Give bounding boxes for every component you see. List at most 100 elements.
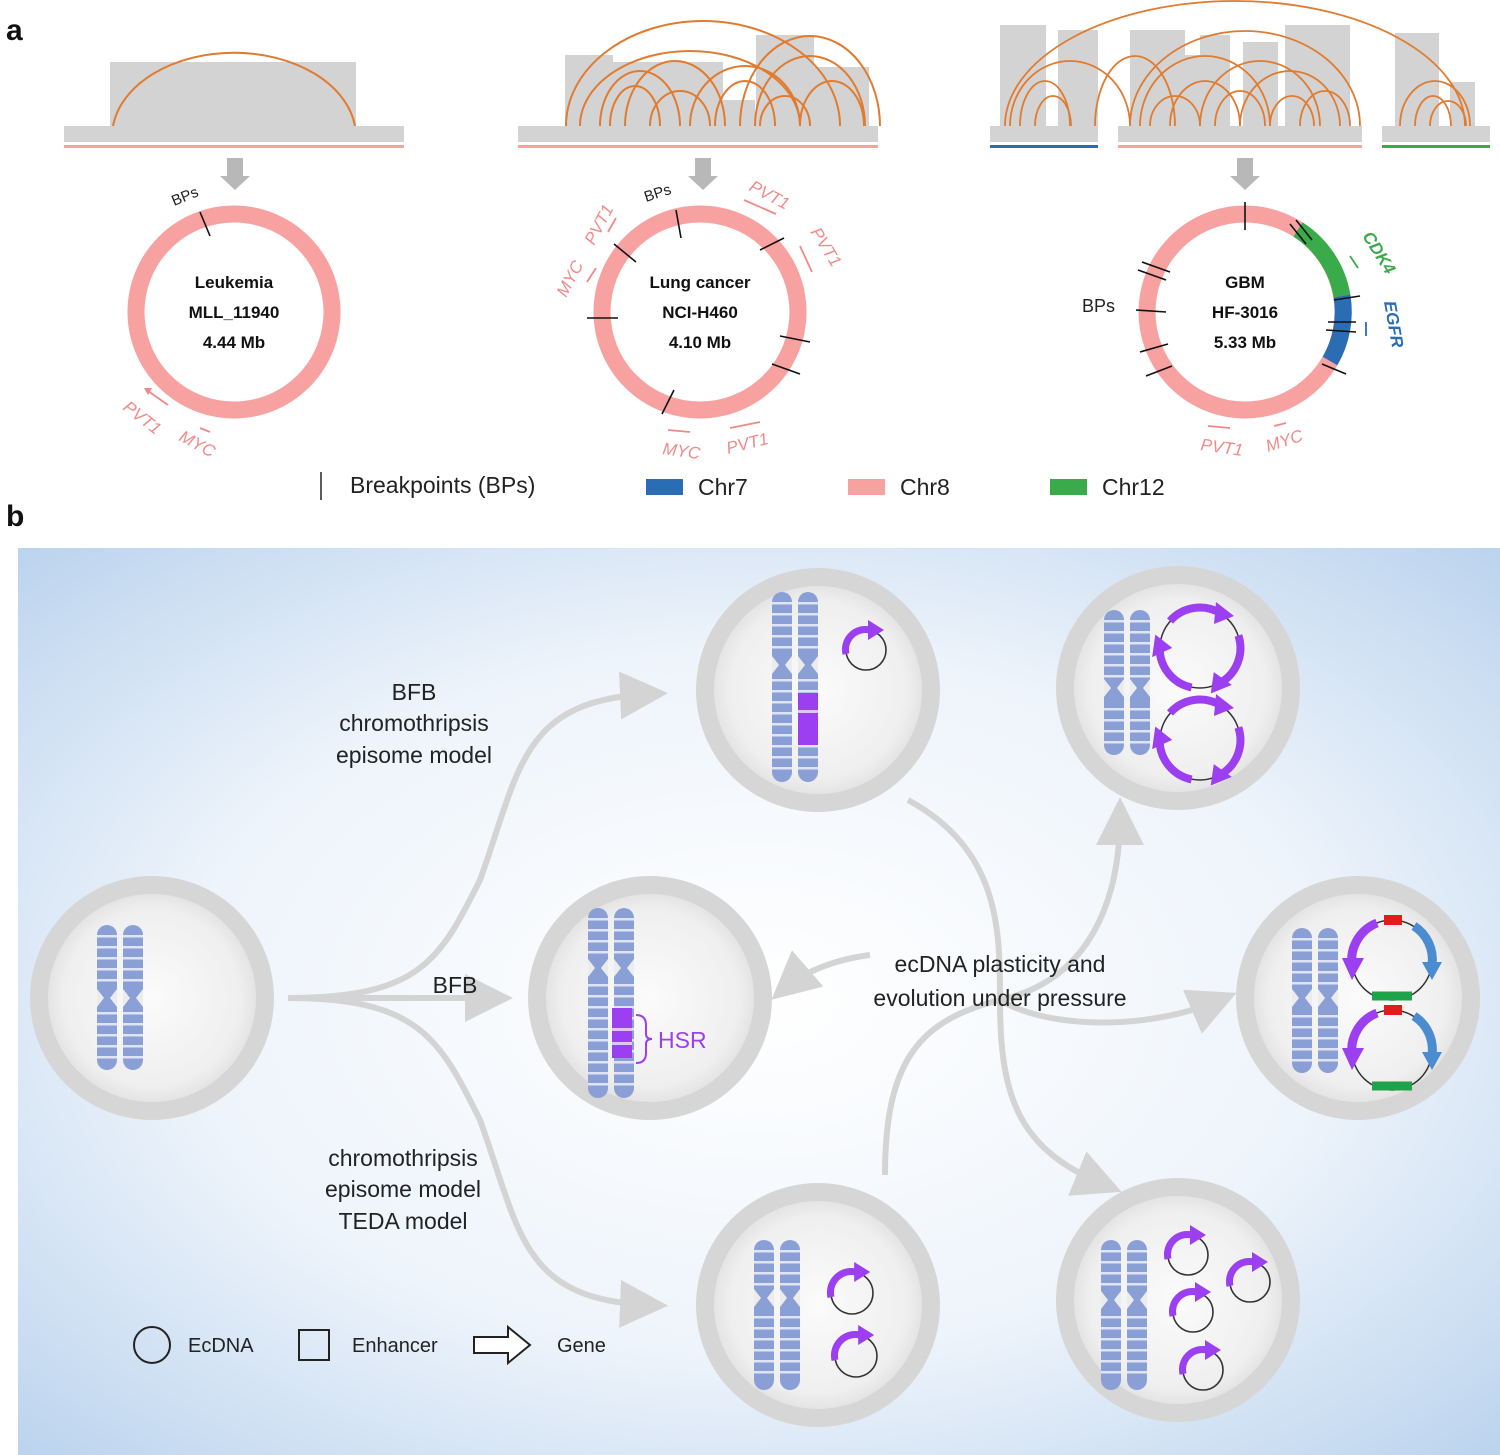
chromosome-band (798, 745, 818, 748)
legend-ecdna: EcDNA (188, 1335, 254, 1357)
chromosome-band (798, 602, 818, 605)
gene-arc (1226, 1258, 1255, 1287)
track-leukemia (64, 51, 404, 190)
centromere (785, 656, 792, 674)
down-arrow (688, 158, 718, 190)
gene-arc (1179, 1346, 1208, 1375)
chromosome-band (1318, 1015, 1338, 1018)
chromatid (1292, 928, 1312, 1073)
hsr-bracket (635, 1014, 653, 1064)
legend-breakpoints: Breakpoints (BPs) (350, 472, 535, 498)
chromosome-band (1127, 1261, 1147, 1264)
breakpoints (587, 209, 811, 415)
chromosome-band (97, 957, 117, 960)
copy-number-bar (756, 35, 814, 127)
centromere (1101, 1291, 1108, 1309)
gene-arrow-icon (1152, 634, 1193, 692)
chr8-segment (64, 145, 404, 148)
chromosome-band (780, 1261, 800, 1264)
panel-b: b BFB chromothripsis episome model BFB c… (6, 500, 1500, 1455)
ecdna-circle-gbm: BPs GBM HF-3016 5.33 Mb CDK4 EGFR PVT1 M… (1082, 202, 1407, 460)
chromatid (780, 1240, 800, 1390)
gene-blue (1411, 922, 1437, 966)
chromosome-band (1292, 1015, 1312, 1018)
chromosome-band (123, 979, 143, 982)
cell-top-right (1056, 566, 1300, 810)
chromosome-band (1318, 938, 1338, 941)
gene-arc (1164, 1231, 1193, 1260)
chromosome-band (772, 613, 792, 616)
chromosome-band (588, 1083, 608, 1086)
chromosome-band (588, 1006, 608, 1009)
gene-arc (1218, 726, 1245, 779)
gene-arrowhead (1152, 634, 1173, 658)
chromosome-band (1101, 1261, 1121, 1264)
chromosome-band (798, 613, 818, 616)
gene-arrow (1273, 422, 1287, 427)
chromosome-band (772, 745, 792, 748)
gene-arrowhead (144, 388, 152, 395)
gene-arc (826, 1267, 857, 1298)
chromosome-band (772, 767, 792, 770)
chromosome-band (97, 1034, 117, 1037)
centromere (1117, 679, 1124, 697)
down-arrow (220, 158, 250, 190)
chromosome-band (772, 646, 792, 649)
circle-size: 4.44 Mb (203, 333, 265, 352)
chromosome-band (1318, 1026, 1338, 1029)
chromosome-band (1292, 1037, 1312, 1040)
gene-arrow (799, 245, 813, 273)
chromosome-band (1104, 730, 1124, 733)
chromosome-band (754, 1283, 774, 1286)
chromosome-band (588, 929, 608, 932)
path-bottom-line1: chromothripsis (328, 1145, 478, 1171)
gene-cdk4: CDK4 (1359, 228, 1400, 278)
chromosome-band (798, 690, 818, 693)
circle-sample: HF-3016 (1212, 303, 1278, 322)
chromosome-band (1127, 1371, 1147, 1374)
chromosome-band (1292, 1059, 1312, 1062)
chromosome-band (1292, 960, 1312, 963)
chromosome-band (97, 968, 117, 971)
gene-pvt1-bottom: PVT1 (724, 429, 770, 458)
breakpoint (199, 211, 211, 237)
chromosome-band (1292, 949, 1312, 952)
chromatid (123, 925, 143, 1070)
chromosome-band (123, 1023, 143, 1026)
chromatid (588, 908, 608, 1098)
centromere (780, 1289, 787, 1307)
chromosome-band (1127, 1250, 1147, 1253)
sv-arc (112, 51, 356, 127)
chr12-segment (1382, 145, 1490, 148)
chromosome-band (97, 979, 117, 982)
genome-track (64, 126, 404, 142)
gene-arrow-icon (830, 1325, 875, 1361)
chromosome-band (1101, 1250, 1121, 1253)
centromere (97, 989, 104, 1007)
chr8-segment (518, 145, 878, 148)
centromere (1114, 1291, 1121, 1309)
gene-pvt1: PVT1 (120, 397, 165, 438)
chromosome-band (1318, 949, 1338, 952)
gene-arrow-icon (842, 620, 884, 655)
circle-title: Lung cancer (649, 273, 750, 292)
chromosome-band (614, 1072, 634, 1075)
chr7-segment (990, 145, 1098, 148)
chromosome-band (1101, 1371, 1121, 1374)
chromosome-band (780, 1338, 800, 1341)
chromosome-band (1127, 1283, 1147, 1286)
centromere (1318, 989, 1325, 1007)
chromosome-band (1130, 730, 1150, 733)
chromosome-band (614, 984, 634, 987)
centromere (601, 959, 608, 977)
chromosome-band (1318, 1037, 1338, 1040)
cell-nucleus (714, 1201, 922, 1409)
chromosome-band (1130, 664, 1150, 667)
chromosome-band (798, 679, 818, 682)
gene-arc (842, 626, 871, 655)
cell-initial (30, 876, 274, 1120)
chromosome-band (614, 1006, 634, 1009)
chromosome-band (772, 679, 792, 682)
gene-arrow-icon (1210, 634, 1245, 694)
chromatid (754, 1240, 774, 1390)
